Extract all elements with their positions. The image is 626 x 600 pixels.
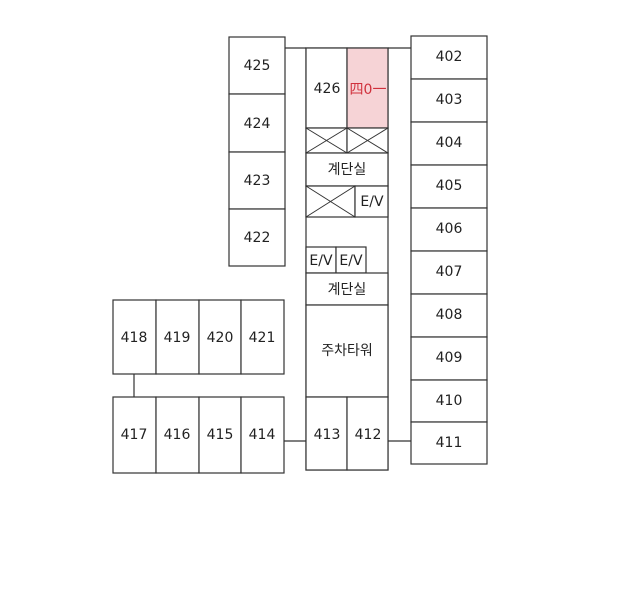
parking-tower: 주차타워 (305, 304, 389, 398)
shaft-x-right (346, 127, 389, 154)
room-number: 421 (249, 330, 276, 346)
elevator-label: E/V (309, 253, 333, 269)
room-number: 410 (436, 393, 463, 409)
elevator-a: E/V (305, 246, 337, 274)
room-number: 416 (164, 427, 191, 443)
room-number: 422 (244, 230, 271, 246)
room-number: 414 (249, 427, 276, 443)
room-422[interactable]: 422 (228, 208, 286, 267)
elevator-right: E/V (354, 185, 389, 218)
room-413[interactable]: 413 (305, 396, 348, 471)
room-number: 405 (436, 178, 463, 194)
room-403[interactable]: 403 (410, 78, 488, 123)
room-408[interactable]: 408 (410, 293, 488, 338)
room-423[interactable]: 423 (228, 151, 286, 210)
room-number: 406 (436, 221, 463, 237)
room-number: 418 (121, 330, 148, 346)
room-414[interactable]: 414 (240, 396, 285, 474)
room-425[interactable]: 425 (228, 36, 286, 95)
room-number: 423 (244, 173, 271, 189)
room-number: 408 (436, 307, 463, 323)
room-number: 419 (164, 330, 191, 346)
room-number: 409 (436, 350, 463, 366)
room-401-highlighted[interactable]: 四0一 (346, 47, 389, 129)
shaft-x-left (305, 127, 348, 154)
room-420[interactable]: 420 (198, 299, 242, 375)
room-number: 402 (436, 49, 463, 65)
room-number-highlighted: 四0一 (350, 82, 387, 98)
room-410[interactable]: 410 (410, 379, 488, 423)
room-419[interactable]: 419 (155, 299, 200, 375)
room-417[interactable]: 417 (112, 396, 157, 474)
room-409[interactable]: 409 (410, 336, 488, 381)
elevator-label: E/V (360, 194, 384, 210)
room-411[interactable]: 411 (410, 421, 488, 465)
stairs-label: 계단실 (328, 282, 367, 298)
room-418[interactable]: 418 (112, 299, 157, 375)
room-412[interactable]: 412 (346, 396, 389, 471)
elevator-label: E/V (339, 253, 363, 269)
room-421[interactable]: 421 (240, 299, 285, 375)
room-404[interactable]: 404 (410, 121, 488, 166)
stairs-upper: 계단실 (305, 152, 389, 187)
room-number: 407 (436, 264, 463, 280)
stairs-label: 계단실 (328, 162, 367, 178)
room-number: 415 (207, 427, 234, 443)
room-number: 412 (355, 427, 382, 443)
room-424[interactable]: 424 (228, 93, 286, 153)
room-426[interactable]: 426 (305, 47, 348, 129)
room-number: 425 (244, 58, 271, 74)
parking-tower-label: 주차타워 (321, 343, 373, 359)
shaft-x-lower (305, 185, 356, 218)
room-number: 413 (314, 427, 341, 443)
room-416[interactable]: 416 (155, 396, 200, 474)
room-number: 424 (244, 116, 271, 132)
room-number: 403 (436, 92, 463, 108)
elevator-b: E/V (335, 246, 367, 274)
room-407[interactable]: 407 (410, 250, 488, 295)
room-number: 426 (314, 81, 341, 97)
room-number: 417 (121, 427, 148, 443)
stairs-lower: 계단실 (305, 272, 389, 306)
room-406[interactable]: 406 (410, 207, 488, 252)
room-number: 404 (436, 135, 463, 151)
room-402[interactable]: 402 (410, 35, 488, 80)
room-415[interactable]: 415 (198, 396, 242, 474)
room-number: 420 (207, 330, 234, 346)
room-number: 411 (436, 435, 463, 451)
room-405[interactable]: 405 (410, 164, 488, 209)
